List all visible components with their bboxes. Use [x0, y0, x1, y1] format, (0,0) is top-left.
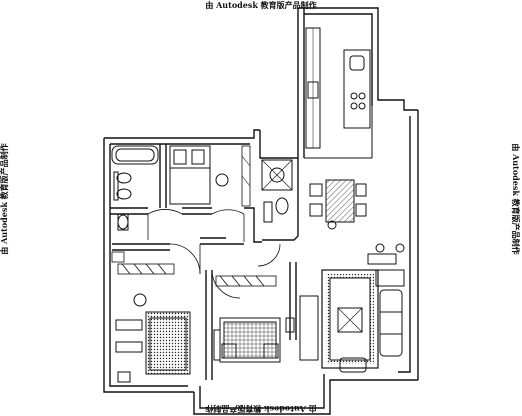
bedroom-left-bed	[115, 293, 191, 383]
watermark-top: 由 Autodesk 教育版产品制作	[205, 0, 317, 10]
kitchen	[304, 27, 373, 159]
bedroom-mid-bed	[213, 317, 295, 363]
watermark-right: 由 Autodesk 教育版产品制作	[511, 143, 521, 255]
door-swings	[147, 209, 281, 299]
bathroom-second	[261, 159, 293, 223]
bathroom-main	[111, 145, 159, 231]
exterior-walls	[103, 7, 419, 415]
dining-table	[309, 179, 367, 230]
wardrobes	[111, 251, 277, 287]
living-room	[299, 243, 405, 373]
bedroom-top-bed	[169, 145, 251, 207]
watermark-left: 由 Autodesk 教育版产品制作	[0, 143, 9, 255]
watermark-bottom: 由 Autodesk 教育版产品制作	[205, 404, 317, 414]
